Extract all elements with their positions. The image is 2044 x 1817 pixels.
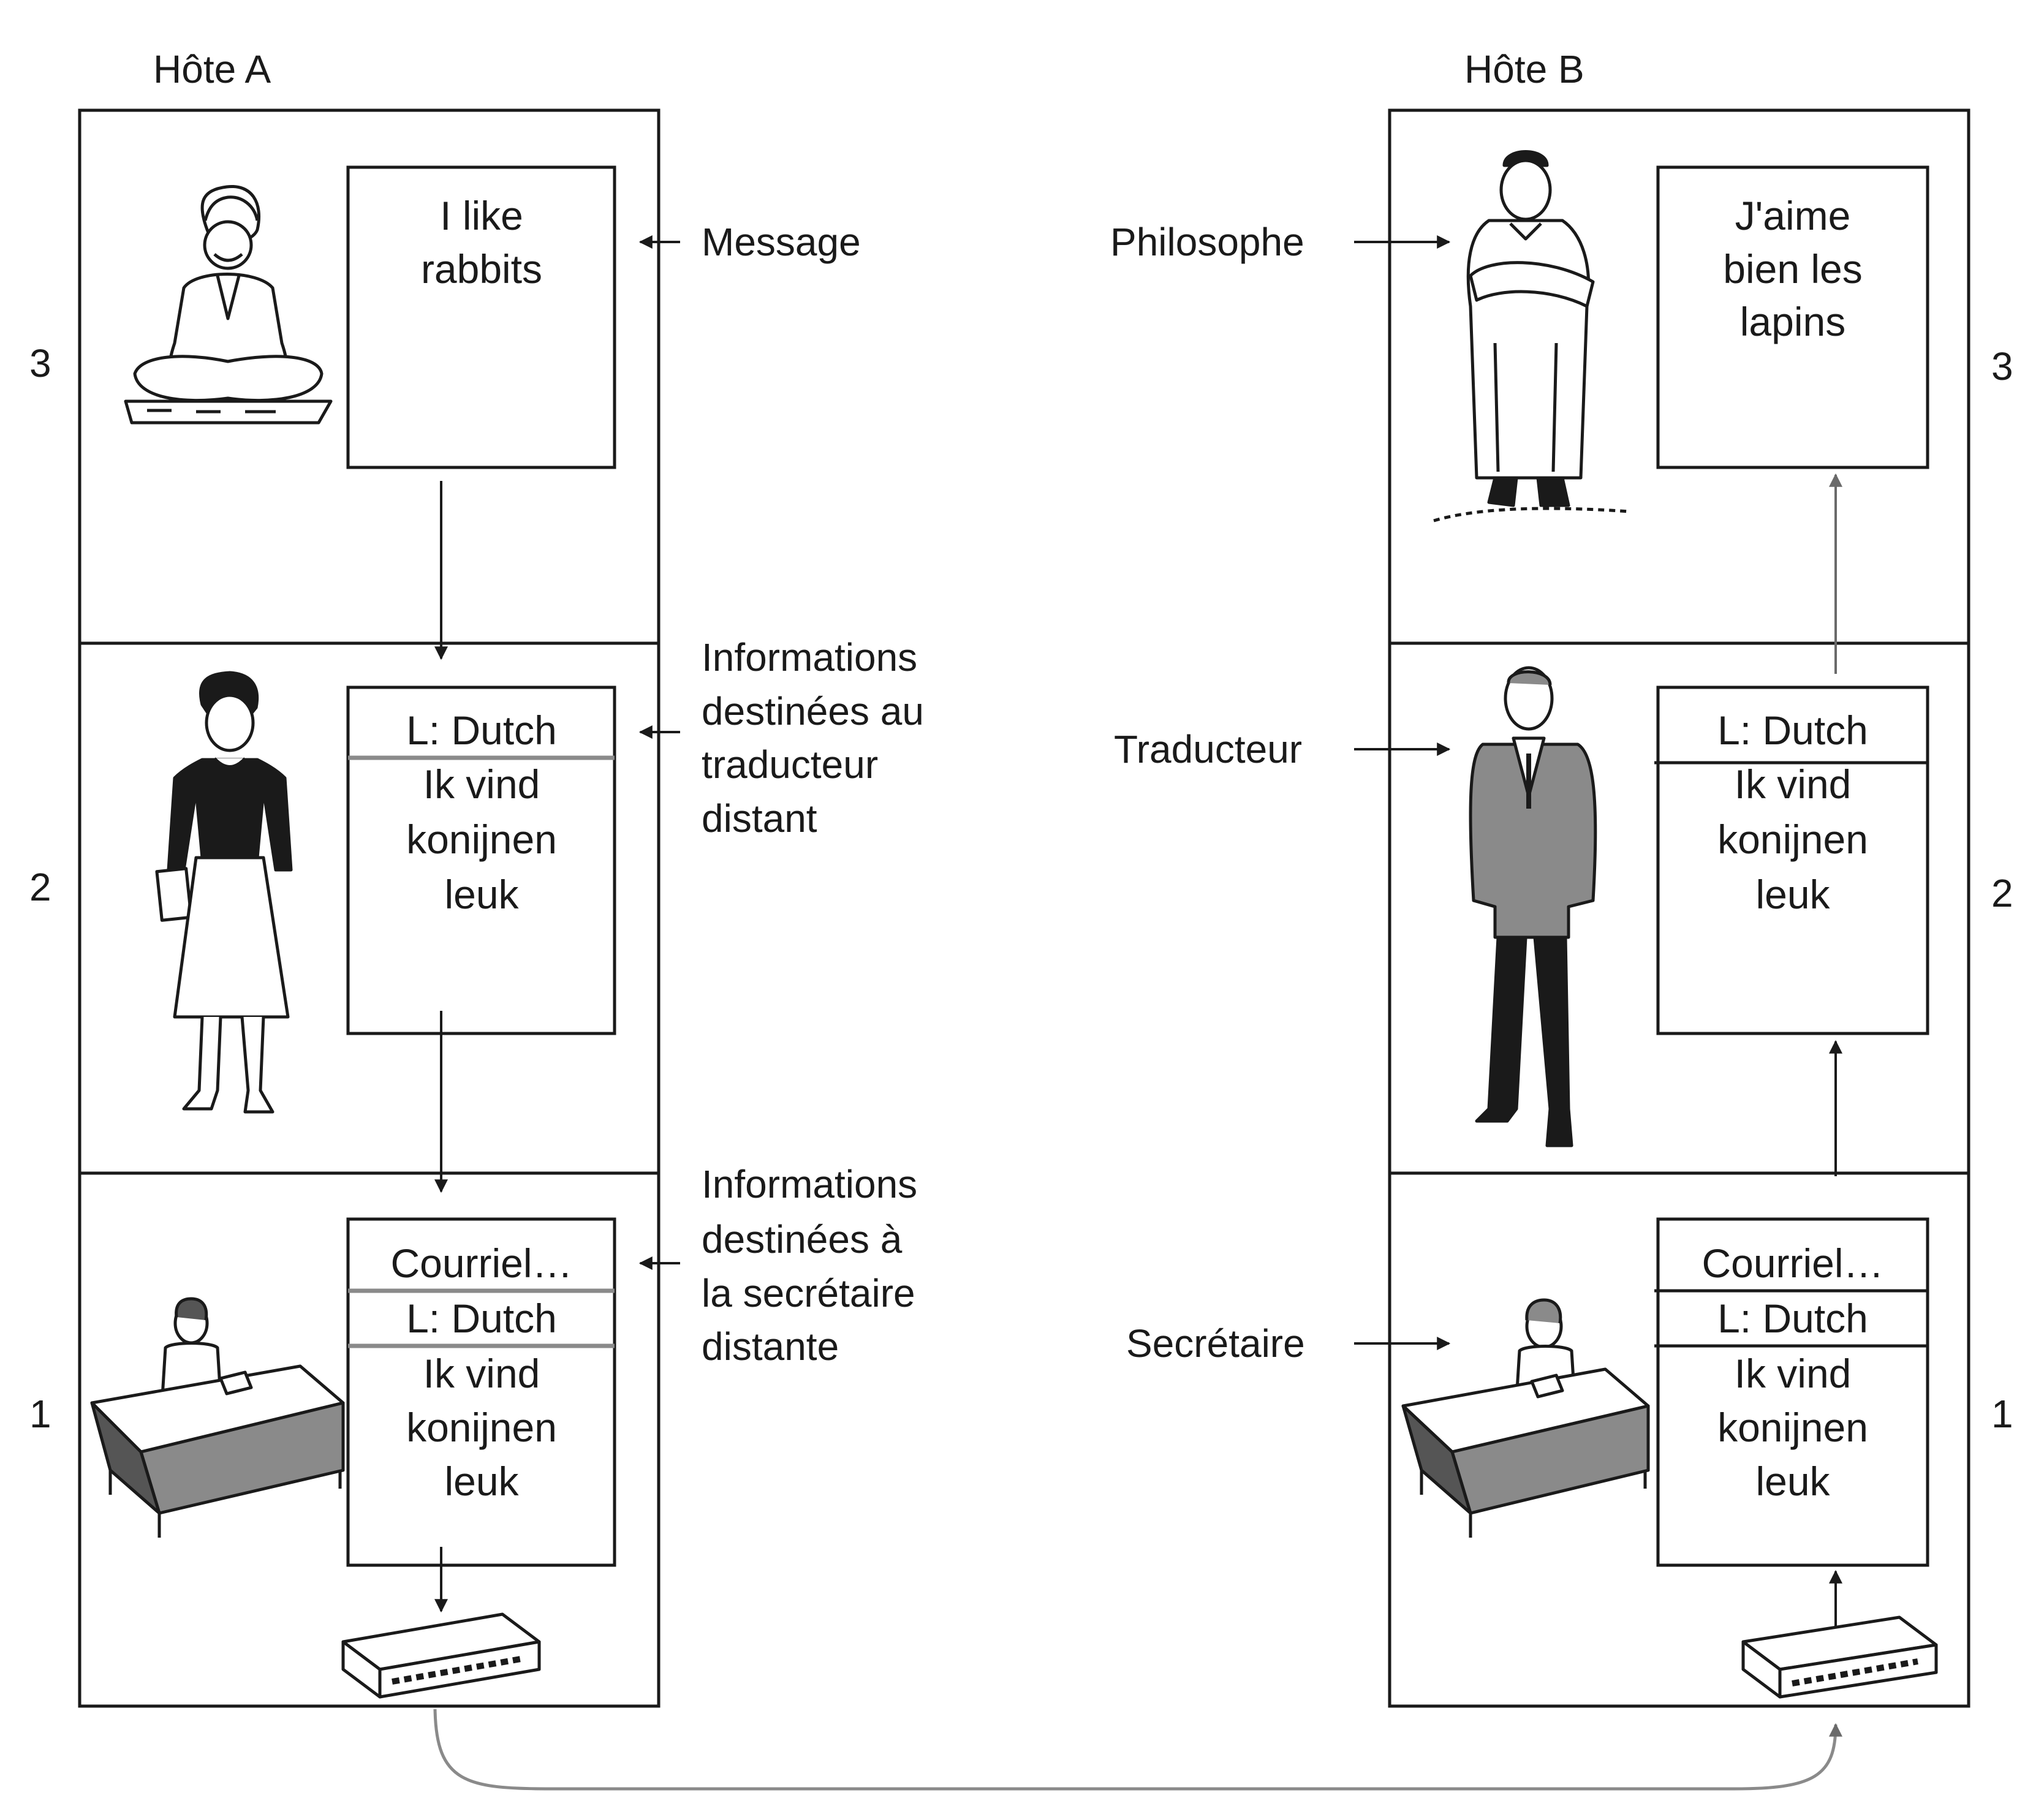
meditating-philosopher-icon [124,184,333,425]
host-a-layer2-message-box: L: Dutch Ik vind konijnen leuk [346,686,616,1035]
host-b-l2-header: L: Dutch [1717,708,1868,753]
host-b-title: Hôte B [1464,47,1584,91]
host-b-layer2-message-box: L: Dutch Ik vind konijnen leuk [1654,686,1929,1035]
host-b-l3-line2: bien les [1723,246,1863,292]
layer-number-b-1: 1 [1991,1392,2013,1436]
host-b-l1-body3: leuk [1755,1459,1830,1504]
layer-number-a-2: 2 [29,865,51,909]
secretary-at-desk-icon [90,1297,345,1538]
host-b-stack [1388,108,1970,1708]
physical-link-curve [433,1709,1842,1791]
info-secretary-line1: Informations [702,1162,917,1206]
host-a-l2-body3: leuk [444,872,519,917]
host-a-layer3-message-box: I like rabbits [346,165,616,469]
info-secretary-line3: la secrétaire [702,1271,915,1315]
translator-role: Traducteur [1114,727,1451,771]
standing-woman-translator-icon [155,671,293,1114]
host-a-l3-line1: I like [440,193,523,238]
info-translator-annotation: Informations destinées au traducteur dis… [638,635,924,841]
philosopher-label: Philosophe [1110,220,1304,264]
host-b-l1-header2: L: Dutch [1717,1296,1868,1341]
info-secretary-line2: destinées à [702,1217,903,1261]
host-a-l1-body2: konijnen [406,1405,557,1450]
host-b-l2-body2: konijnen [1717,817,1868,862]
network-device-icon [341,1612,541,1699]
host-a-layer1-message-box: Courriel… L: Dutch Ik vind konijnen leuk [346,1217,616,1567]
host-b-layer1-message-box: Courriel… L: Dutch Ik vind konijnen leuk [1654,1217,1929,1567]
host-a-title: Hôte A [153,47,271,91]
host-b-l3-line3: lapins [1740,299,1845,344]
host-a-l1-header2: L: Dutch [406,1296,557,1341]
monk-philosopher-icon [1433,150,1630,523]
secretary-label: Secrétaire [1126,1321,1305,1366]
host-a-l2-body1: Ik vind [423,761,540,807]
network-device-icon-b [1741,1615,1938,1699]
translator-label: Traducteur [1114,727,1302,771]
info-translator-line3: traducteur [702,742,878,787]
host-a-l1-body3: leuk [444,1459,519,1504]
secretary-role: Secrétaire [1126,1321,1451,1366]
layer-number-a-1: 1 [29,1392,51,1436]
host-a-l2-header: L: Dutch [406,708,557,753]
host-b-l2-body3: leuk [1755,872,1830,917]
host-a-l1-body1: Ik vind [423,1351,540,1396]
man-in-suit-translator-icon [1469,666,1597,1147]
message-annotation: Message [638,220,861,264]
message-label: Message [702,220,861,264]
host-a-l1-header1: Courriel… [390,1241,572,1286]
info-translator-line2: destinées au [702,689,924,733]
host-b-l2-body1: Ik vind [1735,761,1852,807]
host-b-l1-header1: Courriel… [1701,1241,1883,1286]
host-a-l2-body2: konijnen [406,817,557,862]
layer-number-b-2: 2 [1991,871,2013,915]
info-secretary-line4: distante [702,1324,839,1369]
host-a-l3-line2: rabbits [421,246,542,292]
layer-number-b-3: 3 [1991,344,2013,388]
info-translator-line1: Informations [702,635,917,679]
info-translator-line4: distant [702,796,817,841]
host-a-stack [78,108,661,1708]
layer-number-a-3: 3 [29,341,51,385]
philosopher-role: Philosophe [1110,220,1451,264]
host-b-l1-body1: Ik vind [1735,1351,1852,1396]
info-secretary-annotation: Informations destinées à la secrétaire d… [638,1162,917,1369]
host-b-l1-body2: konijnen [1717,1405,1868,1450]
host-b-layer3-message-box: J'aime bien les lapins [1656,165,1929,469]
secretary-at-desk-icon-b [1401,1298,1650,1538]
host-b-l3-line1: J'aime [1735,193,1851,238]
